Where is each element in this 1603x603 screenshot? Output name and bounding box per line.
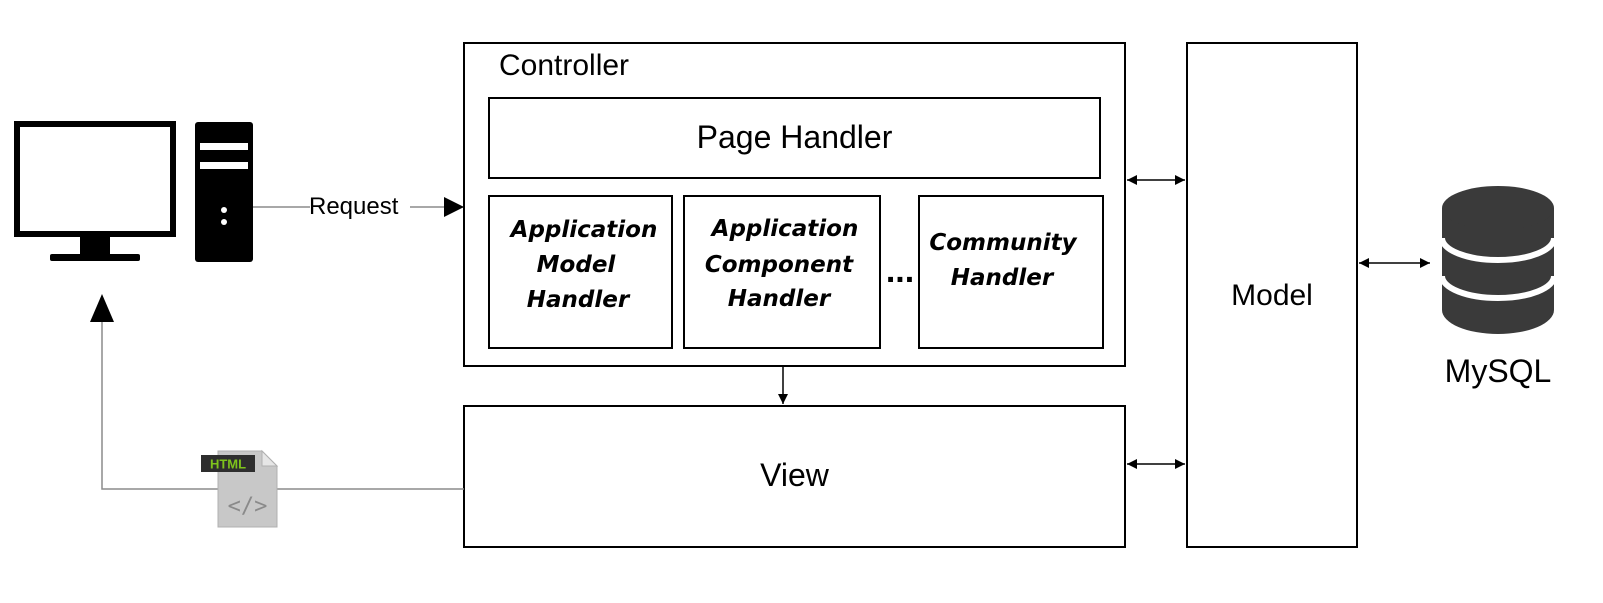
community-handler-box — [918, 195, 1104, 349]
community-handler-line-1: Community — [929, 230, 1077, 256]
model-box — [1186, 42, 1358, 548]
controller-box — [463, 42, 1126, 367]
application-component-handler-box — [683, 195, 881, 349]
application-model-handler-line-2: Model — [537, 252, 617, 278]
model-label: Model — [1231, 279, 1313, 312]
application-model-handler-box — [488, 195, 673, 349]
computer-tower-icon — [195, 122, 253, 262]
application-component-handler-line-1: Application — [710, 216, 859, 242]
community-handler-line-2: Handler — [951, 265, 1055, 291]
page-handler-box — [488, 97, 1101, 179]
application-model-handler-line-3: Handler — [527, 287, 631, 313]
request-label: Request — [309, 193, 399, 220]
controller-title: Controller — [499, 49, 629, 82]
application-model-handler-line-1: Application — [509, 217, 658, 243]
response-arrowhead — [90, 294, 114, 322]
application-component-handler-line-2: Component — [705, 252, 854, 278]
html-file-badge: HTML — [210, 457, 246, 472]
html-file-icon: HTML </> — [201, 449, 279, 528]
view-label: View — [760, 457, 830, 493]
page-handler-label: Page Handler — [697, 119, 893, 155]
monitor-icon — [14, 121, 176, 261]
handlers-ellipsis: ... — [886, 252, 914, 290]
view-box — [463, 405, 1126, 548]
response-connector — [101, 296, 464, 490]
html-file-glyph: </> — [228, 494, 268, 519]
mysql-label: MySQL — [1445, 353, 1552, 389]
application-component-handler-line-3: Handler — [728, 286, 832, 312]
database-icon — [1439, 186, 1557, 334]
